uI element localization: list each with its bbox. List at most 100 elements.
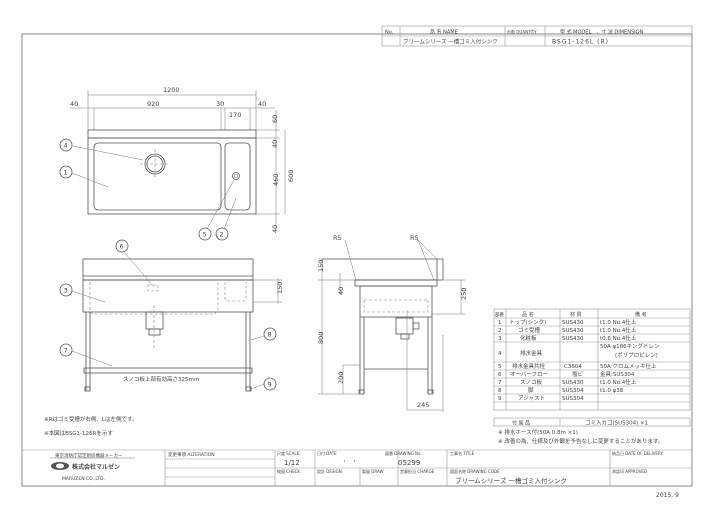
plan-view: 1200 40 920 30 170 40 60 40 460 600 40	[59, 86, 295, 241]
drawing-frame	[21, 33, 693, 487]
svg-text:トップ(シンク): トップ(シンク)	[509, 319, 546, 326]
header-model: 型 式 MODEL 、寸 法 DIMENSION	[560, 29, 644, 36]
svg-text:尺度 SCALE: 尺度 SCALE	[277, 450, 300, 456]
svg-text:オーバーフロー: オーバーフロー	[510, 371, 548, 378]
svg-text:営業担当 CHARGE: 営業担当 CHARGE	[400, 468, 435, 474]
svg-text:SUS430: SUS430	[562, 380, 584, 386]
dim-backsplash-depth: 60	[271, 115, 279, 123]
svg-text:化粧板: 化粧板	[520, 334, 537, 342]
product-name: ブリームシリーズ 一槽ゴミ入付シンク	[403, 38, 498, 46]
dim-sink-width: 920	[147, 100, 159, 108]
svg-text:SUS430: SUS430	[562, 320, 584, 326]
dim-divider: 30	[216, 100, 224, 108]
callout-8	[263, 327, 277, 341]
svg-text:5: 5	[203, 231, 207, 239]
svg-text:工事名 TITLE: 工事名 TITLE	[450, 450, 475, 456]
dim-side-basin: 170	[229, 111, 241, 119]
svg-text:部番: 部番	[495, 311, 504, 318]
callout-5	[198, 227, 212, 241]
svg-text:4: 4	[498, 351, 502, 357]
bottom-title-block: 東京消防庁認定厨房機器メーカー 株式会社マルゼン MARUZEN CO.,LTD…	[22, 449, 692, 486]
svg-text:t0.6 No.4仕上: t0.6 No.4仕上	[600, 334, 637, 342]
svg-text:t1.0 No.4仕上: t1.0 No.4仕上	[600, 318, 637, 326]
svg-text:材 質: 材 質	[570, 311, 582, 318]
svg-text:50A クロムメッキ仕上: 50A クロムメッキ仕上	[600, 362, 657, 370]
dim-basin-depth: 460	[272, 174, 280, 186]
svg-text:塩ビ: 塩ビ	[572, 370, 584, 378]
svg-text:検図 CHECK: 検図 CHECK	[277, 468, 300, 474]
svg-text:スノコ板: スノコ板	[520, 378, 543, 386]
svg-text:1: 1	[498, 320, 502, 326]
header-name: 品 名 NAME	[430, 29, 458, 36]
svg-text:・ ・: ・ ・	[342, 459, 357, 465]
callout-9	[263, 377, 277, 391]
svg-text:ゴミ受槽: ゴミ受槽	[518, 326, 541, 334]
drawing-code-title: ブリームシリーズ 一槽ゴミ入付シンク	[455, 476, 567, 485]
dim-bowl-depth: 250	[460, 288, 468, 300]
svg-text:2: 2	[498, 328, 502, 334]
dim-top-margin: 40	[271, 140, 279, 148]
dim-backsplash-height: 150	[317, 260, 325, 272]
svg-text:図番 DRAWING No.: 図番 DRAWING No.	[385, 450, 422, 456]
svg-text:7: 7	[64, 347, 68, 355]
svg-text:4: 4	[64, 142, 68, 150]
svg-text:付 属 品: 付 属 品	[512, 420, 530, 427]
company-en: MARUZEN CO.,LTD.	[62, 476, 105, 482]
svg-text:3: 3	[498, 336, 502, 342]
svg-text:3: 3	[64, 287, 68, 295]
svg-text:ゴミ入カゴ(SUS304) ×1: ゴミ入カゴ(SUS304) ×1	[585, 419, 648, 427]
svg-text:製図 DRAW: 製図 DRAW	[362, 468, 383, 474]
dim-right-margin: 40	[258, 100, 266, 108]
top-title-block: No. 品 名 NAME 台数 QUANTITY 型 式 MODEL 、寸 法 …	[381, 25, 693, 47]
company-tagline: 東京消防庁認定厨房機器メーカー	[55, 452, 123, 459]
svg-text:9: 9	[498, 396, 502, 402]
svg-text:備 考: 備 考	[635, 311, 647, 318]
dim-side-offset: 40	[337, 287, 345, 295]
svg-text:(ポリプロピレン): (ポリプロピレン)	[615, 352, 658, 359]
svg-text:1: 1	[64, 169, 68, 177]
svg-text:納品日 DATE OF DELIVERY: 納品日 DATE OF DELIVERY	[612, 450, 663, 456]
dim-left-margin: 40	[70, 100, 78, 108]
dim-overall-width: 1200	[163, 86, 180, 94]
note-r-l: ※Rはゴミ受槽が右側、Lは左側です。	[44, 415, 137, 423]
dim-drain-offset: 245	[417, 401, 429, 409]
svg-text:8: 8	[268, 331, 272, 339]
callout-1	[59, 165, 73, 179]
svg-text:排水金具: 排水金具	[520, 349, 543, 357]
svg-text:設計 DESIGN: 設計 DESIGN	[317, 468, 342, 474]
svg-text:5: 5	[498, 364, 502, 370]
svg-text:SUS304: SUS304	[562, 388, 584, 394]
svg-text:承認印 APPROVED: 承認印 APPROVED	[612, 468, 647, 474]
scale-value: 1/12	[284, 459, 300, 467]
callout-4	[59, 138, 73, 152]
product-model: BSG1-126L (R)	[552, 39, 609, 46]
svg-text:金具:SUS304: 金具:SUS304	[600, 370, 635, 378]
shelf-note: スノコ板上部有効高さ325mm	[123, 375, 199, 383]
note-drawing-model: ※本図はBSG1-126Rを示す	[44, 429, 113, 437]
front-view: スノコ板上部有効高さ325mm 150 6 3 7 8 9	[59, 239, 284, 392]
callout-3	[59, 283, 73, 297]
svg-text:図面名称 DRAWING CODE: 図面名称 DRAWING CODE	[450, 468, 500, 474]
svg-text:t1.0 No.4仕上: t1.0 No.4仕上	[600, 378, 637, 386]
dim-overall-height: 800	[317, 332, 325, 344]
svg-text:排水金具共栓: 排水金具共栓	[512, 362, 546, 370]
svg-text:日付 DATE: 日付 DATE	[317, 450, 337, 456]
accessories-box: 付 属 品 ゴミ入カゴ(SUS304) ×1	[493, 417, 691, 427]
svg-text:脚: 脚	[528, 386, 534, 394]
side-view: R5 R5 150 40 800 200 250 245	[317, 234, 468, 412]
svg-text:6: 6	[498, 372, 502, 378]
header-no: No.	[385, 30, 394, 36]
svg-text:SUS430: SUS430	[562, 328, 584, 334]
dim-bottom-margin: 40	[271, 225, 279, 233]
svg-text:C3604: C3604	[564, 364, 582, 370]
company-name: 株式会社マルゼン	[72, 463, 120, 471]
svg-text:SUS304: SUS304	[562, 396, 584, 402]
dim-radius-right: R5	[410, 234, 419, 242]
svg-text:アジャスト: アジャスト	[518, 395, 545, 402]
dim-shelf-height: 200	[337, 372, 345, 384]
header-qty: 台数 QUANTITY	[507, 29, 537, 35]
svg-text:6: 6	[120, 243, 124, 251]
svg-text:変更事項 ALTERATION: 変更事項 ALTERATION	[168, 451, 215, 458]
svg-text:50A φ186キングドレン: 50A φ186キングドレン	[600, 342, 660, 350]
svg-text:t1.0 No.4仕上: t1.0 No.4仕上	[600, 326, 637, 334]
